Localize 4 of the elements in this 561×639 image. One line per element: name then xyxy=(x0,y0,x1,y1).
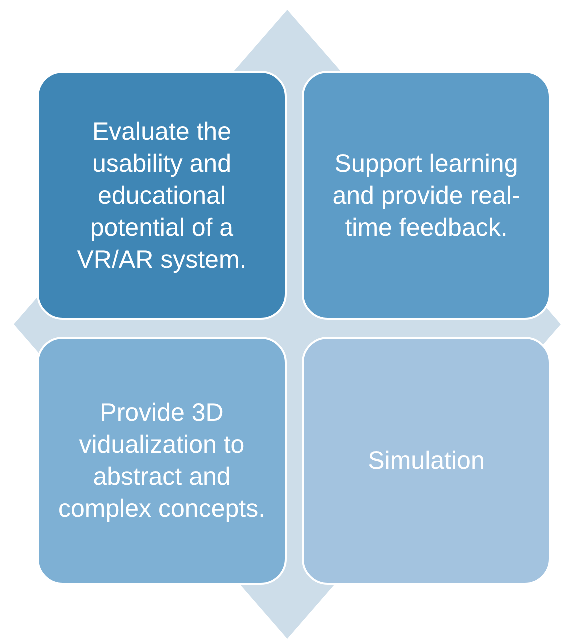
box-text: Provide 3D vidualization to abstract and complex concepts. xyxy=(57,398,267,525)
box-text: Evaluate the usability and educational potential of a VR/AR system. xyxy=(76,116,248,276)
box-text: Support learning and provide real-time feedback. xyxy=(332,148,522,244)
box-text: Simulation xyxy=(368,446,485,477)
